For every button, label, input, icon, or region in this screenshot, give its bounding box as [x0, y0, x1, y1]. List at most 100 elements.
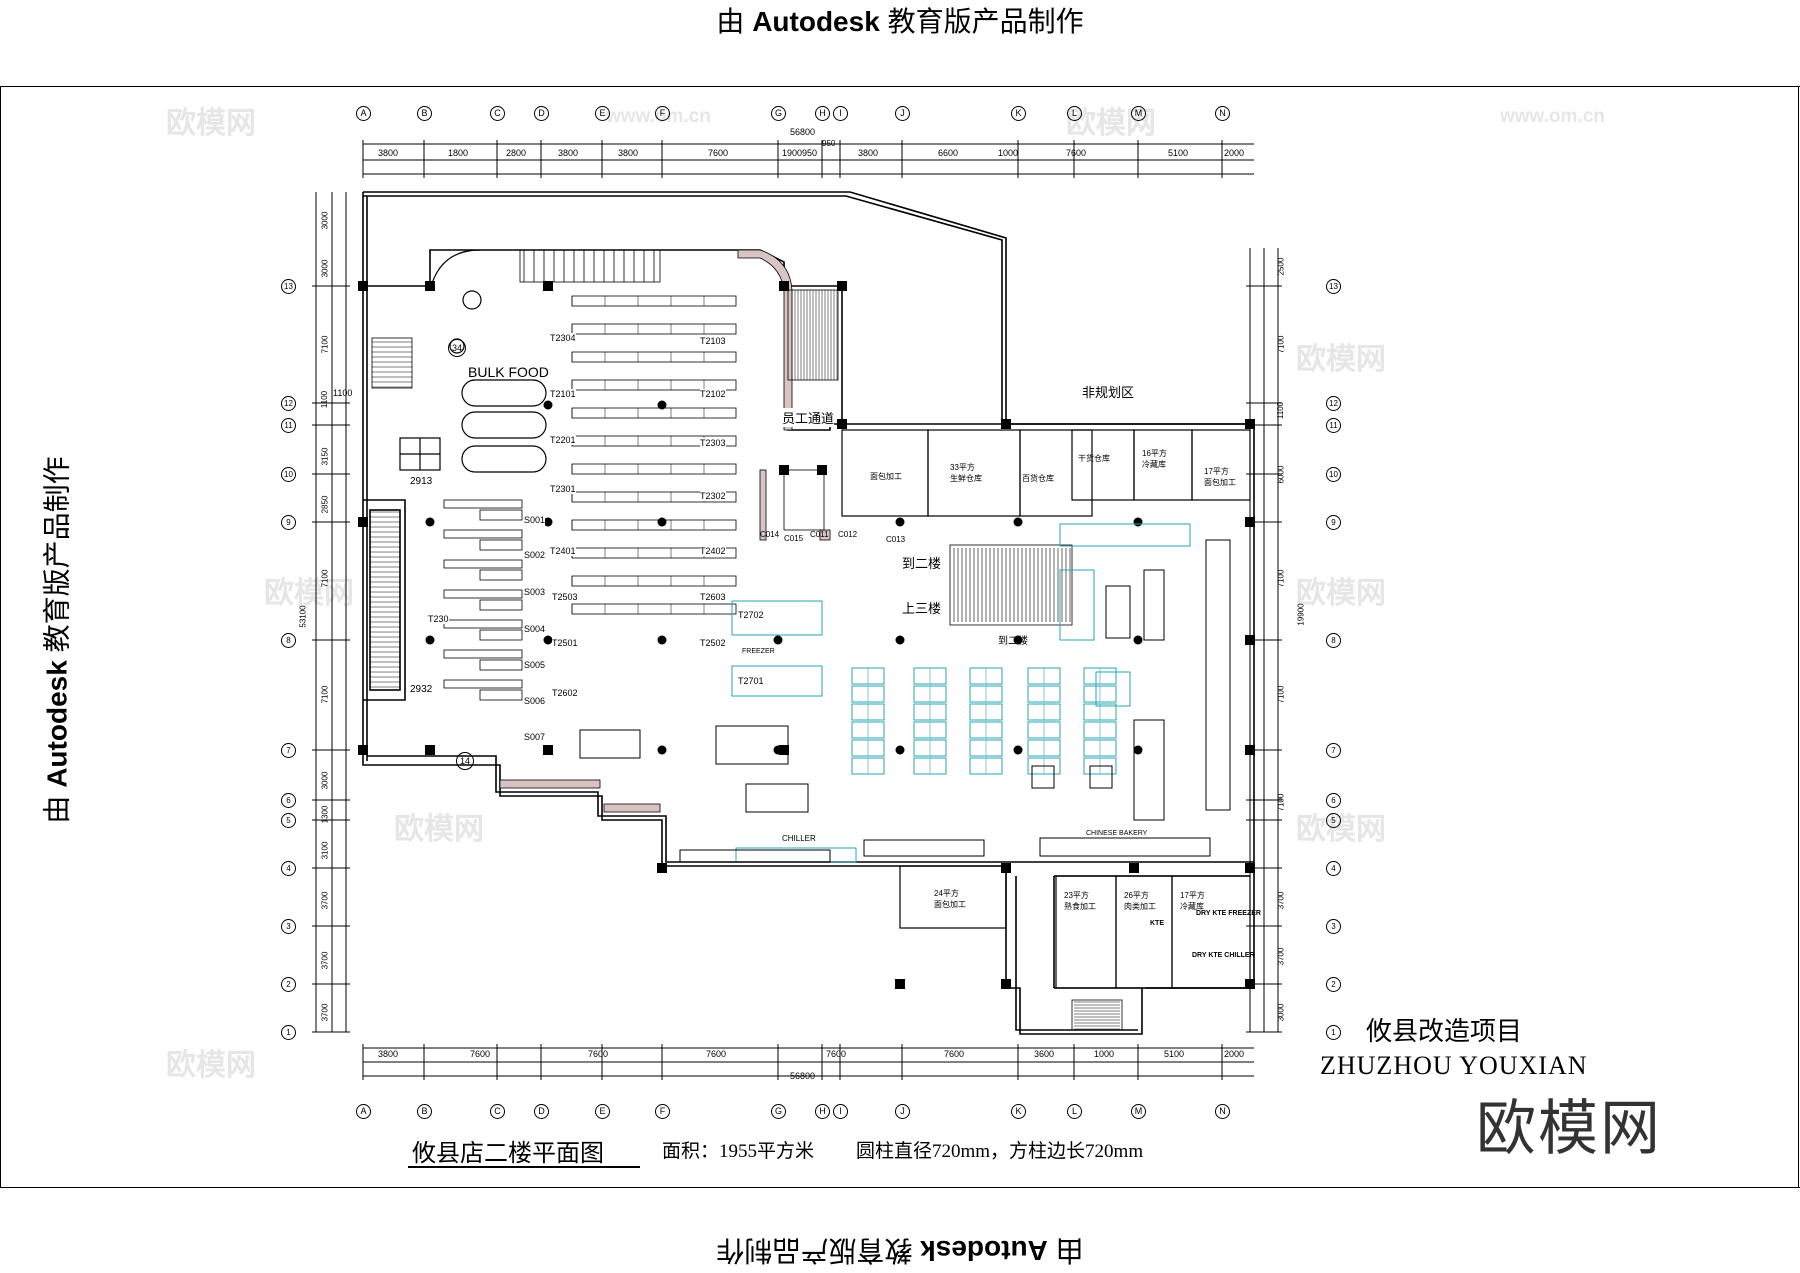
axis-bubble-right: 6 [1326, 793, 1341, 808]
dim-right: 2500 [1276, 257, 1286, 276]
fixture-block [1059, 569, 1095, 641]
shelf-code: T2501 [552, 638, 578, 648]
square-column [779, 745, 789, 755]
shelf-code: S006 [524, 696, 546, 706]
label-non-planned: 非规划区 [1082, 385, 1135, 400]
checkout-counter [479, 569, 523, 581]
checkout-counter [479, 659, 523, 671]
door-code: C013 [886, 535, 906, 544]
checkout-lane [443, 619, 523, 629]
label-dry-freezer: DRY KTE FREEZER [1196, 910, 1261, 917]
dim-bottom: 5100 [1164, 1049, 1185, 1059]
drawing-title-underline [408, 1166, 640, 1168]
label-dry-chiller: DRY KTE CHILLER [1192, 952, 1255, 959]
axis-bubble-top: G [771, 106, 786, 121]
axis-bubble-top: F [655, 106, 670, 121]
counters [579, 539, 1231, 863]
shelf-code: S002 [524, 550, 546, 560]
axis-bubble-right: 4 [1326, 861, 1341, 876]
room-name: 冷藏库 [1142, 460, 1166, 469]
checkout-lane [443, 529, 523, 539]
round-column [895, 745, 905, 755]
axis-bubble-right: 3 [1326, 919, 1341, 934]
axis-bubble-top: H [815, 106, 830, 121]
shelf-code: T2402 [700, 546, 726, 556]
dim-left: 3700 [320, 1003, 330, 1022]
drawing-frame-left [0, 86, 1, 1188]
dim-right: 7100 [1276, 569, 1286, 588]
dim-left: 3100 [320, 841, 330, 860]
title-block: 攸县改造项目 ZHUZHOU YOUXIAN [1320, 1015, 1588, 1083]
dim-top: 3800 [378, 148, 399, 158]
shelf-code: T2503 [552, 592, 578, 602]
room-name: 冷藏库 [1180, 902, 1204, 911]
label-freezer: FREEZER [742, 648, 775, 655]
shelf-code: T2701 [738, 676, 764, 686]
label-chinese-bakery: CHINESE BAKERY [1086, 830, 1148, 837]
axis-bubble-bottom: G [771, 1104, 786, 1119]
dim-right: 7100 [1276, 793, 1286, 812]
axis-bubble-bottom: N [1215, 1104, 1230, 1119]
shelf-code: S001 [524, 515, 546, 525]
dim-left: 3700 [320, 891, 330, 910]
checkout-counter [479, 689, 523, 701]
axis-bubble-top: B [417, 106, 432, 121]
dim-right: 3700 [1276, 891, 1286, 910]
axis-bubble-bottom: F [655, 1104, 670, 1119]
shelf-code: T2102 [700, 389, 726, 399]
dim-right: 7100 [1276, 685, 1286, 704]
axis-bubble-top: M [1131, 106, 1146, 121]
square-column [837, 419, 847, 429]
dim-left: 1100 [320, 390, 330, 409]
dim-bottom: 2000 [1224, 1049, 1245, 1059]
dim-bottom: 1000 [1094, 1049, 1115, 1059]
dim-left: 1300 [320, 805, 330, 824]
checkout-lane [443, 649, 523, 659]
checkout-lane [443, 559, 523, 569]
room-area: 33平方 [950, 463, 975, 472]
dim-top: 7600 [1066, 148, 1087, 158]
axis-bubble-right: 11 [1326, 418, 1341, 433]
shelf-code: T2702 [738, 610, 764, 620]
round-column [543, 400, 553, 410]
axis-bubble-left: 9 [281, 515, 296, 530]
round-column [657, 400, 667, 410]
square-column [358, 517, 368, 527]
square-column [1001, 979, 1011, 989]
dim-top: 5100 [1168, 148, 1189, 158]
dim-top: 3800 [858, 148, 879, 158]
fixture-block [1059, 523, 1191, 547]
dim-right: 3700 [1276, 947, 1286, 966]
square-column [779, 465, 789, 475]
round-column [895, 635, 905, 645]
room-area: 24平方 [934, 889, 959, 898]
checkout-lane [443, 499, 523, 509]
axis-bubble-top: C [490, 106, 505, 121]
dim-2932: 2932 [410, 684, 433, 695]
axis-bubble-right: 8 [1326, 633, 1341, 648]
axis-bubble-right: 13 [1326, 279, 1341, 294]
dim-bottom: 7600 [826, 1049, 847, 1059]
round-column [895, 517, 905, 527]
axis-bubble-bottom: I [833, 1104, 848, 1119]
shelf-code: T2401 [550, 546, 576, 556]
axis-bubble-left: 2 [281, 977, 296, 992]
dim-bottom: 7600 [588, 1049, 609, 1059]
round-column [1133, 635, 1143, 645]
autodesk-watermark-top: 由 Autodesk 教育版产品制作 [716, 6, 1084, 37]
label-to-2f-small: 到二楼 [998, 636, 1028, 647]
square-column [358, 281, 368, 291]
axis-bubble-bottom: A [356, 1104, 371, 1119]
axis-bubble-bottom: B [417, 1104, 432, 1119]
axis-bubble-left: 7 [281, 743, 296, 758]
dim-right: 1100 [1276, 401, 1286, 420]
room-name: 干货仓库 [1078, 454, 1110, 463]
room-area: 16平方 [1142, 449, 1167, 458]
dim-left-total: 53100 [298, 605, 308, 628]
dim-left: 3000 [320, 211, 330, 230]
room-area: 17平方 [1204, 467, 1229, 476]
room-area: 17平方 [1180, 891, 1205, 900]
axis-bubble-right: 7 [1326, 743, 1341, 758]
square-column [358, 745, 368, 755]
fixtures-cyan [731, 523, 1191, 863]
